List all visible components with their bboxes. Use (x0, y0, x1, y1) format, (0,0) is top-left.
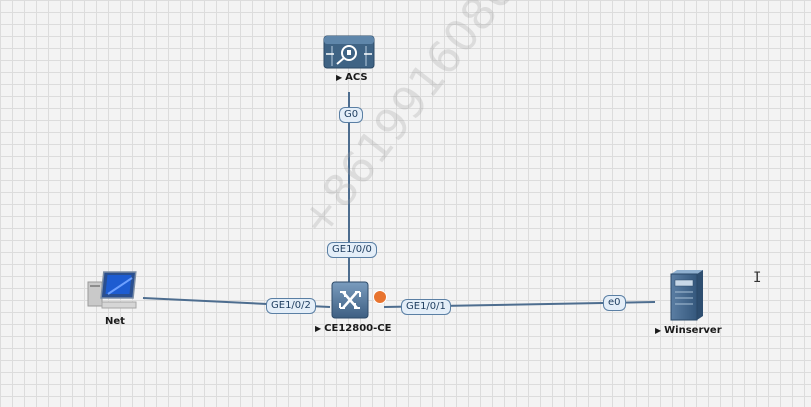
expand-arrow-icon[interactable]: ▶ (655, 326, 662, 335)
server-icon (670, 270, 703, 321)
expand-arrow-icon[interactable]: ▶ (315, 324, 322, 333)
port-label-switch-ge100[interactable]: GE1/0/0 (327, 242, 377, 258)
port-label-switch-ge101[interactable]: GE1/0/1 (401, 299, 451, 315)
text-cursor-icon: I (753, 270, 762, 286)
computer-icon (87, 271, 137, 309)
port-label-acs-g0[interactable]: G0 (339, 107, 364, 123)
winserver-node[interactable] (667, 268, 707, 322)
port-label-switch-ge102[interactable]: GE1/0/2 (266, 298, 316, 314)
winserver-label: ▶Winserver (655, 325, 722, 336)
net-label: Net (105, 316, 125, 327)
switch-icon (331, 281, 369, 319)
firewall-icon (323, 35, 375, 69)
acs-node[interactable] (322, 34, 376, 70)
acs-label: ▶ACS (336, 72, 368, 83)
switch-status-dot (373, 290, 387, 304)
expand-arrow-icon[interactable]: ▶ (336, 73, 343, 82)
net-node[interactable] (86, 270, 142, 312)
port-label-winserver-e0[interactable]: e0 (603, 295, 626, 311)
switch-node[interactable] (330, 280, 372, 320)
switch-label: ▶CE12800-CE (315, 323, 392, 334)
